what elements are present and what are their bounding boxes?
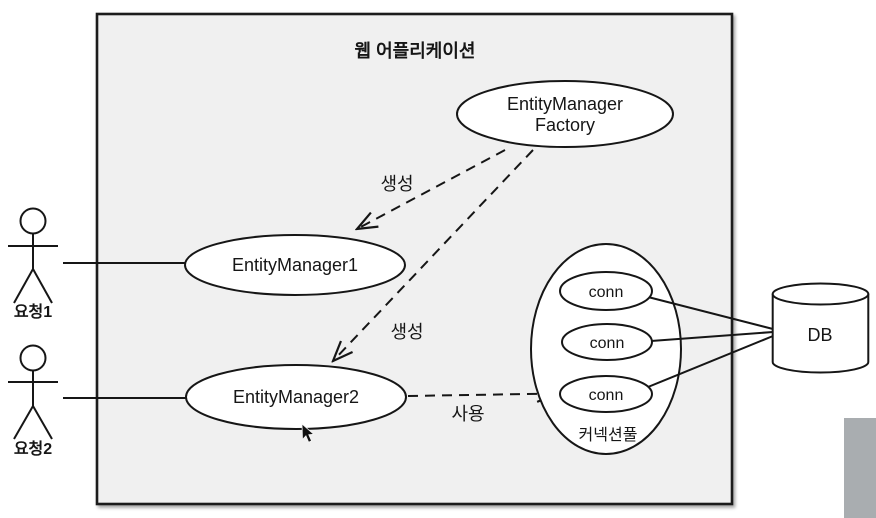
corner-gray-strip [844,418,876,518]
pool-label: 커넥션풀 [579,426,638,444]
factory-ellipse [456,80,674,148]
factory-label-line1: EntityManager [507,94,623,114]
diagram-title: 웹 어플리케이션 [355,41,476,61]
actor1-leg-right [32,268,53,304]
conn2-ellipse [561,323,653,361]
conn1-ellipse [559,271,653,311]
node-entitymanager-factory: EntityManager Factory [456,80,674,148]
node-entitymanager1: EntityManager1 [184,234,406,296]
factory-label-line2: Factory [535,115,595,135]
actor-request1: 요청1 [8,207,58,321]
actor-request2: 요청2 [8,344,58,458]
conn3-ellipse [559,375,653,413]
db-top [771,282,870,306]
em1-label: EntityManager1 [232,255,358,275]
create1-label: 생성 [380,174,413,194]
mouse-cursor-icon [301,423,315,443]
actor2-label: 요청2 [14,439,52,458]
conn1-db-line [647,296,774,330]
actor1-leg-left [13,268,34,304]
actor1-label: 요청1 [14,302,52,321]
create-arrow-em2 [333,149,534,361]
node-entitymanager2: EntityManager2 [185,364,407,430]
db-label: DB [807,325,832,345]
use-label: 사용 [451,404,484,424]
create2-label: 생성 [390,322,423,342]
em2-ellipse [185,364,407,430]
conn2-db-line [650,331,774,342]
actor1-head [19,207,47,235]
actor2-head [19,344,47,372]
conn3-db-line [647,335,774,388]
db-body [771,294,870,374]
db-cylinder: DB [771,282,870,374]
use-arrow [407,394,557,397]
create-arrow-em1 [357,149,506,229]
connection-pool: conn conn conn 커넥션풀 [530,243,774,455]
conn2-label: conn [590,335,625,352]
em2-label: EntityManager2 [233,387,359,407]
conn3-label: conn [589,387,624,404]
actor2-leg-right [32,405,53,440]
em1-ellipse [184,234,406,296]
actor2-leg-left [13,405,34,440]
conn1-label: conn [589,284,624,301]
